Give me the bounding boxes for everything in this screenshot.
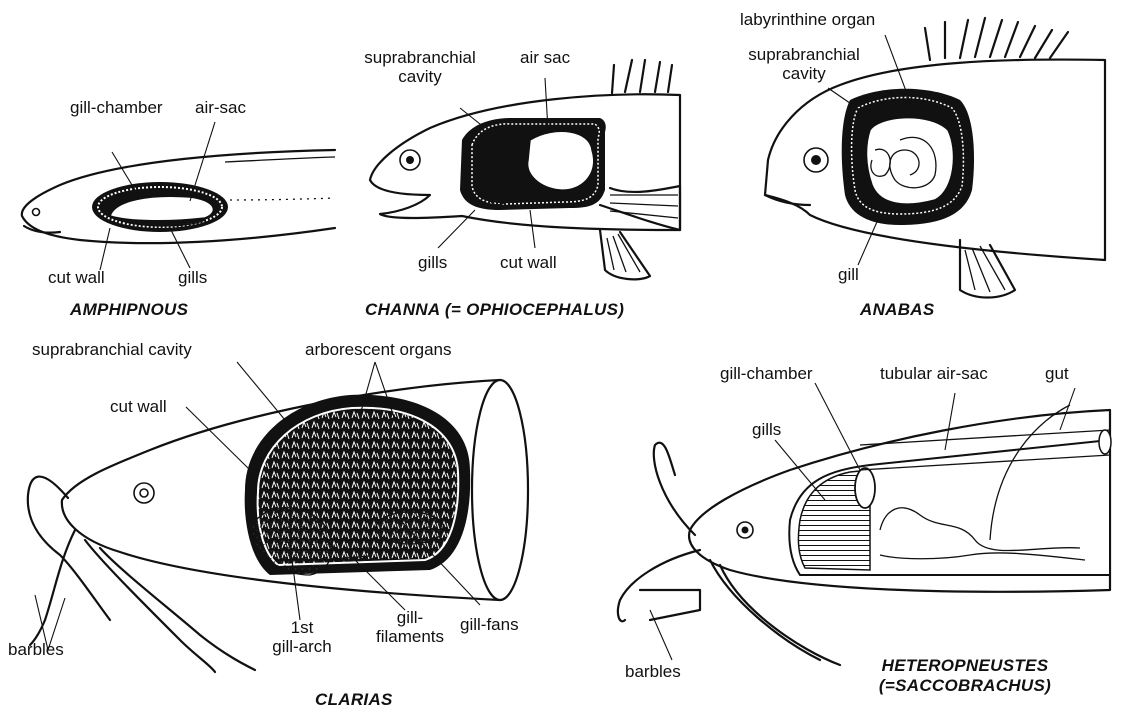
label-suprabranchial-anabas: suprabranchial cavity (734, 45, 874, 83)
label-gills-amphipnous: gills (178, 268, 207, 287)
title-heteropneustes-line1: HETEROPNEUSTES (882, 656, 1049, 675)
label-gill-anabas: gill (838, 265, 859, 284)
label-gills-channa: gills (418, 253, 447, 272)
label-gills-heteropneustes: gills (752, 420, 781, 439)
label-gill-fans: gill-fans (460, 615, 519, 634)
label-suprabranchial-channa: suprabranchial cavity (345, 48, 495, 86)
title-anabas: ANABAS (860, 300, 935, 320)
label-cut-wall-clarias: cut wall (110, 397, 167, 416)
label-air-sac-amphipnous: air-sac (195, 98, 246, 117)
title-clarias: CLARIAS (315, 690, 393, 710)
title-channa: CHANNA (= OPHIOCEPHALUS) (365, 300, 624, 320)
title-amphipnous: AMPHIPNOUS (70, 300, 188, 320)
title-heteropneustes-line2: (=SACCOBRACHUS) (879, 676, 1051, 695)
label-first-gill-arch-line1: 1st (291, 618, 314, 637)
label-cut-wall-channa: cut wall (500, 253, 557, 272)
label-gut: gut (1045, 364, 1069, 383)
channa-drawing (370, 60, 680, 279)
label-labyrinthine-organ: labyrinthine organ (740, 10, 875, 29)
label-cut-wall-amphipnous: cut wall (48, 268, 105, 287)
label-suprabranchial-anabas-line1: suprabranchial (748, 45, 860, 64)
label-gill-filaments-line1: gill- (397, 608, 423, 627)
label-barbles-clarias: barbles (8, 640, 64, 659)
title-heteropneustes: HETEROPNEUSTES (=SACCOBRACHUS) (850, 656, 1080, 696)
label-suprabranchial-channa-line1: suprabranchial (364, 48, 476, 67)
label-gill-chamber-heteropneustes: gill-chamber (720, 364, 813, 383)
label-suprabranchial-channa-line2: cavity (398, 67, 441, 86)
label-barbles-heteropneustes: barbles (625, 662, 681, 681)
label-first-gill-arch-line2: gill-arch (272, 637, 332, 656)
heteropneustes-drawing (618, 383, 1111, 665)
label-gill-filaments: gill- filaments (360, 608, 460, 646)
label-first-gill-arch: 1st gill-arch (262, 618, 342, 656)
label-suprabranchial-cavity-clarias: suprabranchial cavity (32, 340, 192, 359)
label-air-sac-channa: air sac (520, 48, 570, 67)
label-tubular-air-sac: tubular air-sac (880, 364, 988, 383)
label-arborescent-organs: arborescent organs (305, 340, 451, 359)
label-suprabranchial-anabas-line2: cavity (782, 64, 825, 83)
amphipnous-drawing (22, 122, 335, 270)
label-gill-chamber-amphipnous: gill-chamber (70, 98, 163, 117)
label-gill-filaments-line2: filaments (376, 627, 444, 646)
